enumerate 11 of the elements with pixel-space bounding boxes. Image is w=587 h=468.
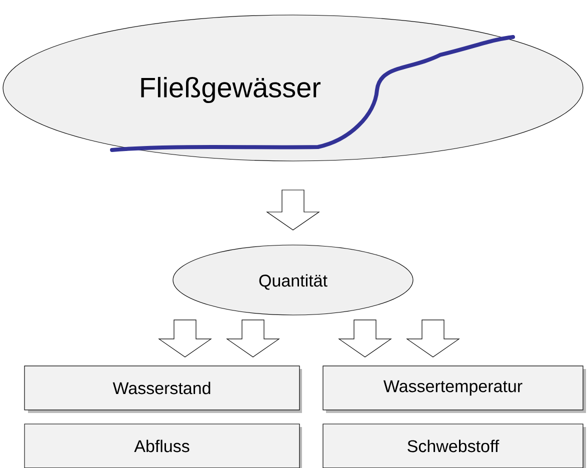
label-box: Abfluss [24, 424, 302, 468]
block-arrow [338, 320, 392, 358]
block-arrow [266, 190, 320, 230]
node-label: Fließgewässer [141, 76, 321, 104]
node-label: Quantität [259, 274, 328, 290]
block-arrow [406, 320, 460, 358]
label-box: Wassertemperatur [322, 366, 586, 413]
block-arrow [158, 320, 212, 358]
label-box: Wasserstand [24, 366, 302, 413]
label-box: Schwebstoff [322, 424, 586, 468]
block-arrow [226, 320, 280, 358]
